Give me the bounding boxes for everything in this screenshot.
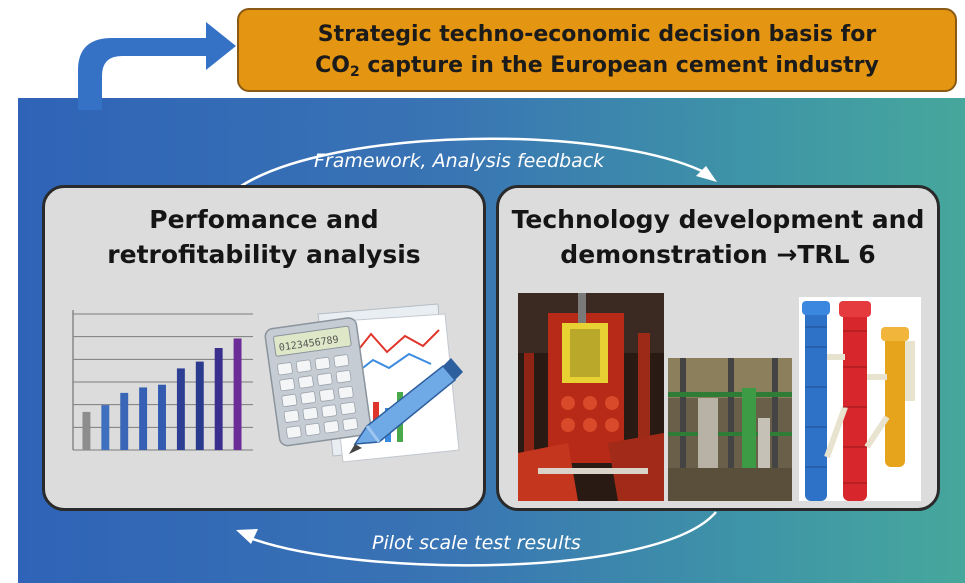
bar-chart-bars [82, 338, 242, 450]
bar [82, 411, 91, 450]
calculator-icon: 0123456789 [264, 317, 372, 447]
right-arrow-icon: → [776, 240, 798, 269]
bar [176, 368, 185, 450]
decision-basis-title-box: Strategic techno-economic decision basis… [237, 8, 957, 92]
performance-analysis-panel: Perfomance and retrofitability analysis … [42, 185, 486, 511]
bar [214, 348, 223, 450]
title-line-2: CO2 capture in the European cement indus… [315, 53, 879, 80]
title-line-1: Strategic techno-economic decision basis… [317, 22, 877, 47]
pilot-results-label: Pilot scale test results [372, 532, 581, 554]
framework-feedback-label: Framework, Analysis feedback [314, 150, 605, 172]
co2-subscript: 2 [350, 64, 360, 80]
calculator-report-illustration: 0123456789 [264, 303, 463, 463]
cfd-column-render [799, 297, 921, 501]
bar [101, 405, 110, 450]
bar [120, 392, 129, 450]
technology-panel-title: Technology development and demonstration… [511, 205, 925, 269]
bar [233, 338, 242, 450]
performance-panel-title: Perfomance and retrofitability analysis [107, 205, 421, 269]
technology-development-panel: Technology development and demonstration… [496, 185, 940, 511]
bar [139, 387, 148, 450]
pilot-plant-photo-green [668, 358, 792, 501]
bar [158, 384, 166, 450]
feedback-up-arrow [78, 22, 236, 110]
pen-icon [349, 358, 463, 454]
pilot-plant-photo-red [518, 293, 664, 501]
bar [195, 361, 204, 450]
bar-chart-illustration [72, 310, 253, 451]
